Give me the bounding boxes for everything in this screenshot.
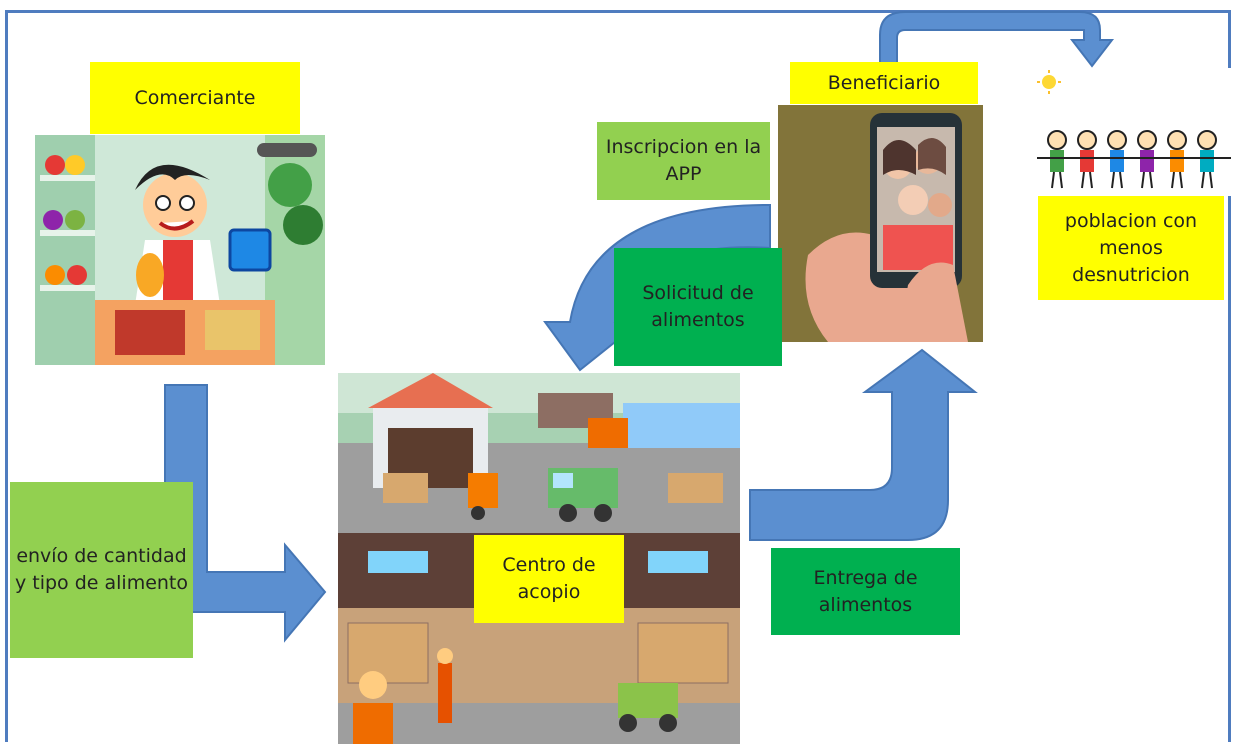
label-envio: envío de cantidad y tipo de alimento: [10, 482, 193, 658]
label-comerciante: Comerciante: [90, 62, 300, 134]
arrow-warehouse-to-beneficiary: [749, 348, 978, 541]
label-entrega: Entrega de alimentos: [771, 548, 960, 635]
label-poblacion: poblacion con menos desnutricion: [1038, 196, 1224, 300]
label-inscripcion: Inscripcion en la APP: [597, 122, 770, 200]
children-drawing: [1035, 68, 1233, 196]
label-beneficiario: Beneficiario: [790, 62, 978, 104]
warehouse-illustration: [338, 373, 740, 744]
beneficiary-photo: [778, 105, 983, 342]
merchant-illustration: [35, 135, 325, 365]
slide-frame: [5, 10, 1231, 742]
arrow-beneficiary-to-population: [879, 11, 1115, 71]
label-centro-de-acopio: Centro de acopio: [474, 535, 624, 623]
label-solicitud: Solicitud de alimentos: [614, 248, 782, 366]
